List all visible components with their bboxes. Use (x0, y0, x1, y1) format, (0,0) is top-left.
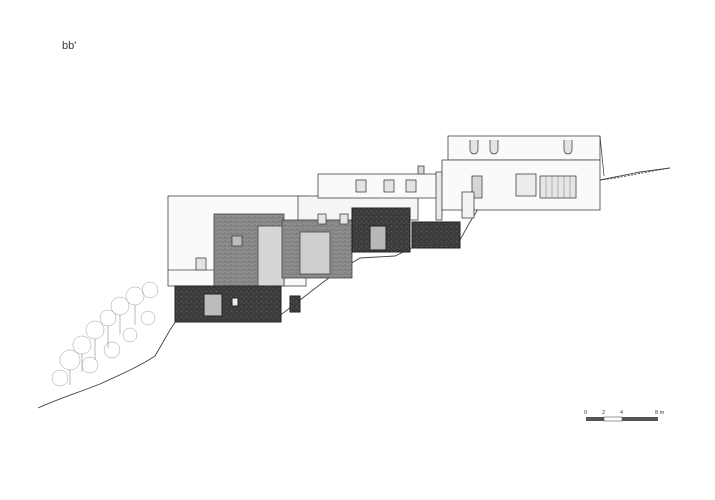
vegetation (51, 281, 159, 387)
section-cut-left (174, 285, 301, 323)
scale-tick-2: 2 (602, 410, 605, 416)
house-right (441, 135, 605, 219)
terrain-line (37, 167, 671, 409)
house-stone-left (213, 213, 285, 287)
house-upper-middle (317, 165, 443, 221)
scale-bar: 0 2 4 8 m (584, 410, 665, 422)
scale-tick-0: 0 (584, 410, 587, 416)
scale-tick-4: 4 (620, 410, 623, 416)
scale-tick-8m: 8 m (655, 410, 665, 416)
section-cut-middle (351, 207, 461, 253)
section-title: bb' (62, 40, 77, 52)
